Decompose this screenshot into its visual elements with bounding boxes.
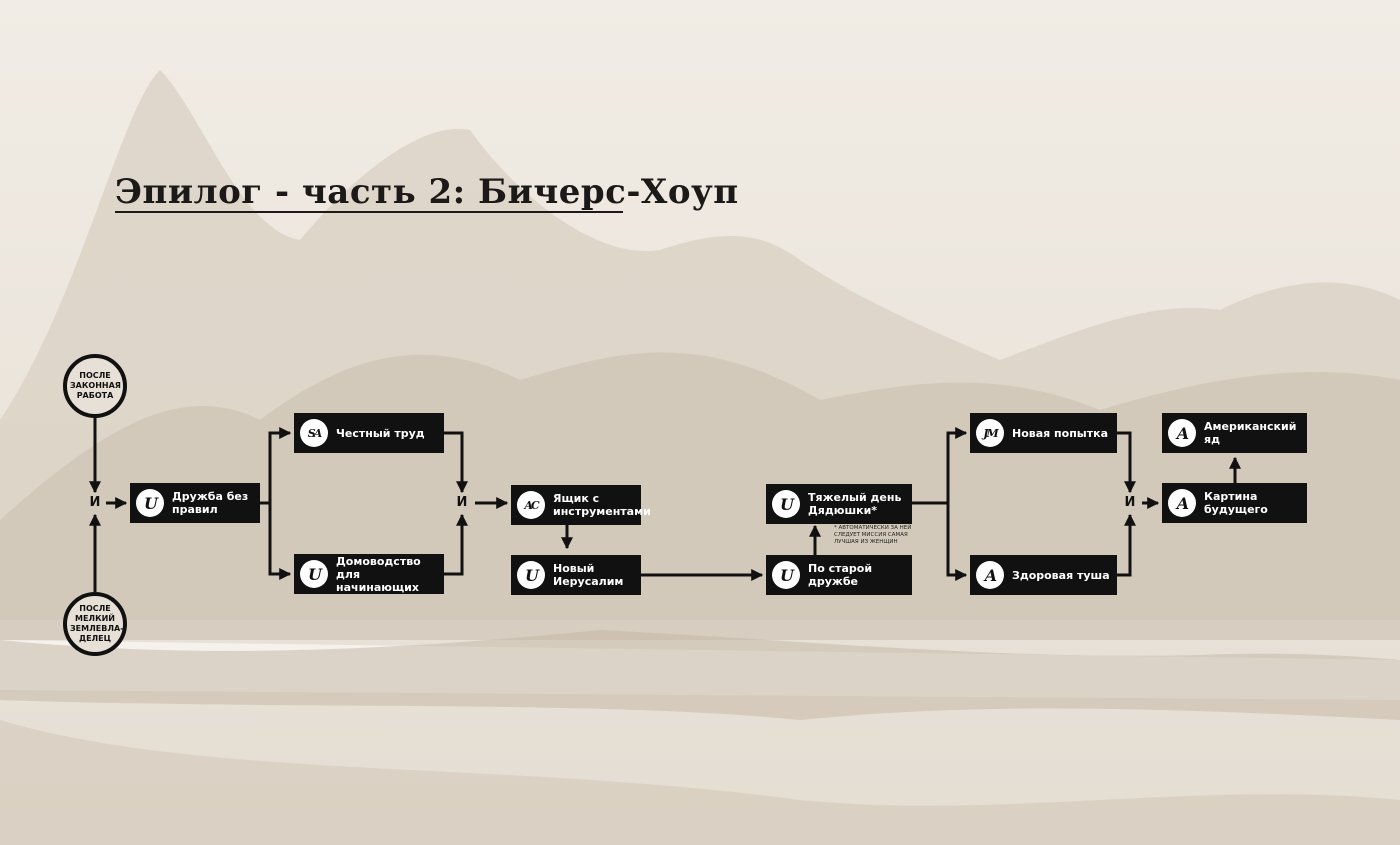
character-emblem-icon: U [136,489,164,517]
mission-footnote: * Автоматически за ней следует миссия Са… [834,525,912,545]
mission-label: Новая попытка [1012,426,1109,440]
mission-node[interactable]: A Здоровая туша [970,555,1117,595]
and-junction: и [1124,495,1136,510]
character-emblem-icon: A [1168,489,1196,517]
mission-label: По старой дружбе [808,562,873,588]
prerequisite-circle: После Законная работа [63,354,127,418]
prerequisite-label: После Законная работа [70,371,121,400]
mission-label: Тяжелый день Дядюшки* [808,491,902,517]
character-emblem-icon: U [300,560,328,588]
character-emblem-icon: A [976,561,1004,589]
link-m2-and2 [444,431,468,494]
mission-node[interactable]: AC Ящик с инструментами [511,485,651,525]
character-emblem-icon: SA [300,419,328,447]
link-m6-m9 [946,503,968,581]
character-emblem-icon: A [1168,419,1196,447]
and-junction: и [89,495,101,510]
character-emblem-icon: U [772,561,800,589]
mission-label: Американский яд [1204,420,1297,446]
mission-node[interactable]: U Домоводство для начинающих [294,554,444,594]
link-m9-and3 [1117,513,1136,577]
and-junction: и [456,495,468,510]
link-m3-and2 [444,513,468,576]
character-emblem-icon: AC [517,491,545,519]
link-m1-split [260,427,292,505]
mission-node[interactable]: U Дружба без правил [130,483,260,523]
prerequisite-circle: После Мелкий землевла- делец [63,592,127,656]
character-emblem-icon: U [772,490,800,518]
mission-label: Картина будущего [1204,490,1268,516]
link-m6-split [912,427,968,505]
mission-label: Ящик с инструментами [553,492,651,518]
mission-label: Домоводство для начинающих [336,554,421,594]
link-m8-and3 [1117,431,1136,494]
mission-label: Новый Иерусалим [553,562,624,588]
prerequisite-label: После Мелкий землевла- делец [70,604,124,643]
page-title: Эпилог - часть 2: Бичерс-Хоуп [115,172,739,212]
mission-node[interactable]: U Новый Иерусалим [511,555,641,595]
mission-node[interactable]: SA Честный труд [294,413,444,453]
mission-node[interactable]: A Картина будущего [1162,483,1307,523]
mission-label: Дружба без правил [172,490,249,516]
title-underline [115,211,623,213]
character-emblem-icon: U [517,561,545,589]
mission-node[interactable]: U Тяжелый день Дядюшки* [766,484,912,524]
character-emblem-icon: JM [976,419,1004,447]
mission-node[interactable]: U По старой дружбе [766,555,912,595]
link-m1-m3 [268,503,292,580]
mission-node[interactable]: A Американский яд [1162,413,1307,453]
mission-node[interactable]: JM Новая попытка [970,413,1117,453]
mission-label: Честный труд [336,426,425,440]
mission-label: Здоровая туша [1012,568,1110,582]
